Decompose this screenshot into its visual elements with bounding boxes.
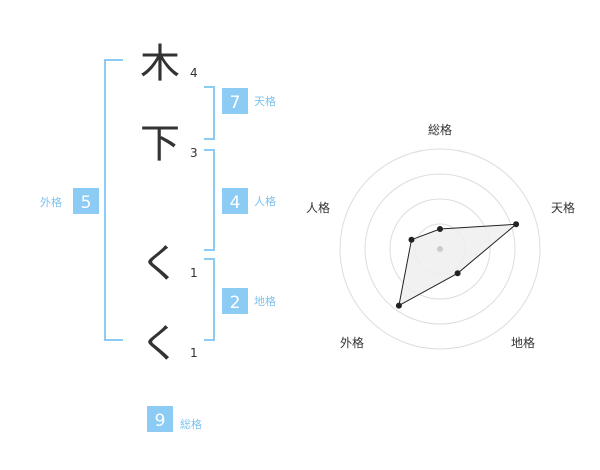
gaikaku-value: 5 (81, 193, 92, 213)
chikaku-label: 地格 (254, 294, 276, 308)
radar-points (395, 221, 520, 309)
character-2: 下 (140, 121, 180, 167)
tenkaku-value: 7 (230, 93, 241, 113)
gaikaku-box (73, 188, 99, 214)
chikaku-box (222, 288, 248, 314)
radar-point-0 (437, 226, 443, 232)
character-1: 木 (140, 41, 180, 87)
radar-point-1 (513, 221, 520, 228)
soukaku-group: 9 総格 (147, 406, 202, 432)
chikaku-value: 2 (230, 293, 241, 313)
chikaku-group: 2 地格 (222, 288, 276, 314)
tenkaku-label: 天格 (254, 94, 276, 108)
radar-grid-ring-3 (364, 173, 516, 325)
radar-point-3 (395, 302, 402, 309)
soukaku-box (147, 406, 173, 432)
soukaku-value: 9 (155, 411, 166, 431)
radar-center (437, 246, 443, 252)
radar-grid-ring-2 (389, 198, 491, 300)
radar-axis-label-jinkaku: 人格 (306, 200, 330, 215)
character-3: く (140, 241, 180, 287)
jinkaku-box (222, 188, 248, 214)
jinkaku-label: 人格 (254, 194, 276, 208)
gaikaku-bracket (104, 59, 123, 341)
jinkaku-bracket (204, 149, 215, 251)
gaikaku-group: 外格 5 (40, 188, 99, 214)
tenkaku-bracket (204, 86, 215, 140)
name-characters: 木 4 下 3 く 1 く 1 (140, 41, 198, 367)
tenkaku-group: 7 天格 (222, 88, 276, 114)
gaikaku-label: 外格 (40, 195, 62, 209)
character-3-strokes: 1 (190, 266, 198, 280)
character-1-strokes: 4 (190, 66, 198, 80)
radar-axis-label-tenkaku: 天格 (551, 200, 575, 215)
radar-grid-ring-4 (339, 148, 541, 350)
character-4-strokes: 1 (190, 346, 198, 360)
radar-axis-label-gaikaku: 外格 (340, 335, 364, 350)
jinkaku-group: 4 人格 (222, 188, 276, 214)
radar-series-polygon (398, 223, 518, 307)
soukaku-label: 総格 (180, 417, 202, 431)
tenkaku-box (222, 88, 248, 114)
character-2-strokes: 3 (190, 146, 198, 160)
radar-point-4 (408, 236, 415, 243)
jinkaku-value: 4 (230, 193, 241, 213)
radar-chart: 総格 天格 地格 外格 人格 (306, 122, 575, 350)
radar-axis-label-chikaku: 地格 (511, 335, 535, 350)
chikaku-bracket (204, 258, 215, 341)
radar-point-2 (454, 270, 461, 277)
radar-axis-label-soukaku: 総格 (428, 122, 452, 137)
character-4: く (140, 321, 180, 367)
